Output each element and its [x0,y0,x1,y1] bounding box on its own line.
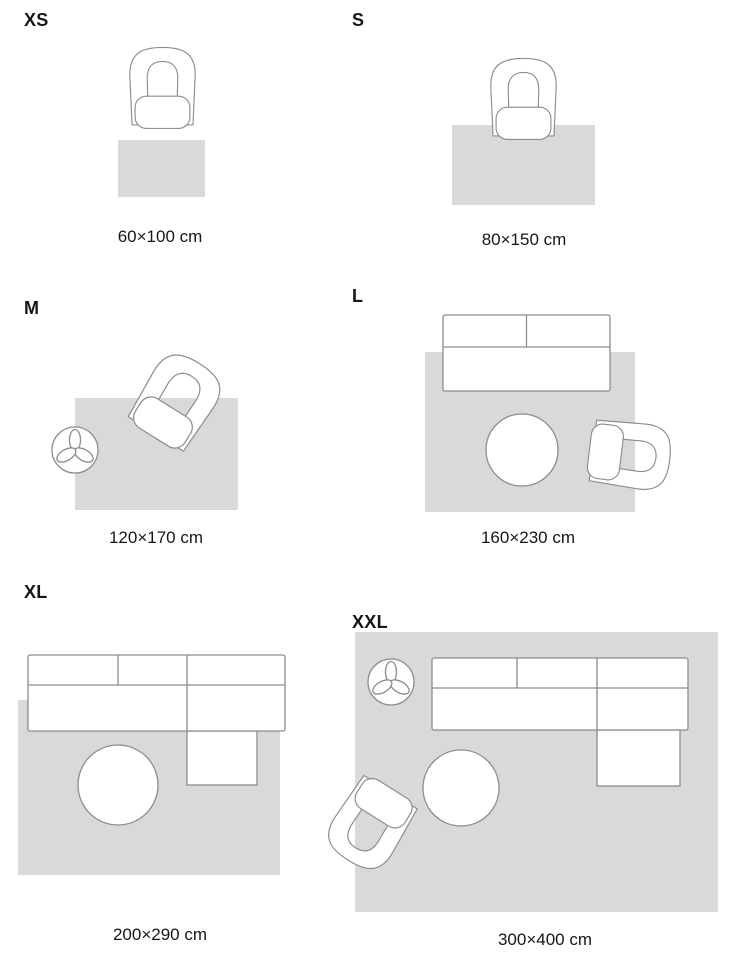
sectional-sofa-icon [431,657,689,787]
illustration-m [51,344,238,510]
sofa-icon [442,314,611,392]
armchair-icon [129,46,196,129]
illustration-l [425,314,675,512]
size-label-xs: XS [24,10,49,30]
panel-l: L 160×230 cm [340,270,730,570]
plant-icon [367,658,415,706]
illustration-xl [18,654,286,875]
size-label-xxl: XXL [352,612,388,632]
coffee-table-icon [77,744,159,826]
dimension-label-xxl: 300×400 cm [497,930,593,949]
armchair-icon [490,57,557,140]
illustration-s [452,57,595,205]
panel-s: S 80×150 cm [340,0,730,270]
panel-xxl: XXL 300×400 cm [318,570,730,960]
illustration-xs [118,46,205,197]
illustration-xxl [318,632,718,912]
panel-xs: XS 60×100 cm [0,0,340,270]
panel-xl: XL 200×290 cm [0,570,340,960]
rug [118,140,205,197]
size-label-l: L [352,286,364,306]
dimension-label-m: 120×170 cm [108,528,204,547]
dimension-label-l: 160×230 cm [480,528,576,547]
panel-m: M 120×170 cm [0,270,340,570]
coffee-table-icon [485,413,559,487]
dimension-label-xl: 200×290 cm [112,925,208,944]
size-label-xl: XL [24,582,48,602]
dimension-label-xs: 60×100 cm [117,227,203,246]
plant-icon [51,426,99,474]
size-label-m: M [24,298,40,318]
size-label-s: S [352,10,365,30]
sectional-sofa-icon [27,654,286,786]
coffee-table-icon [422,749,500,827]
dimension-label-s: 80×150 cm [481,230,567,249]
